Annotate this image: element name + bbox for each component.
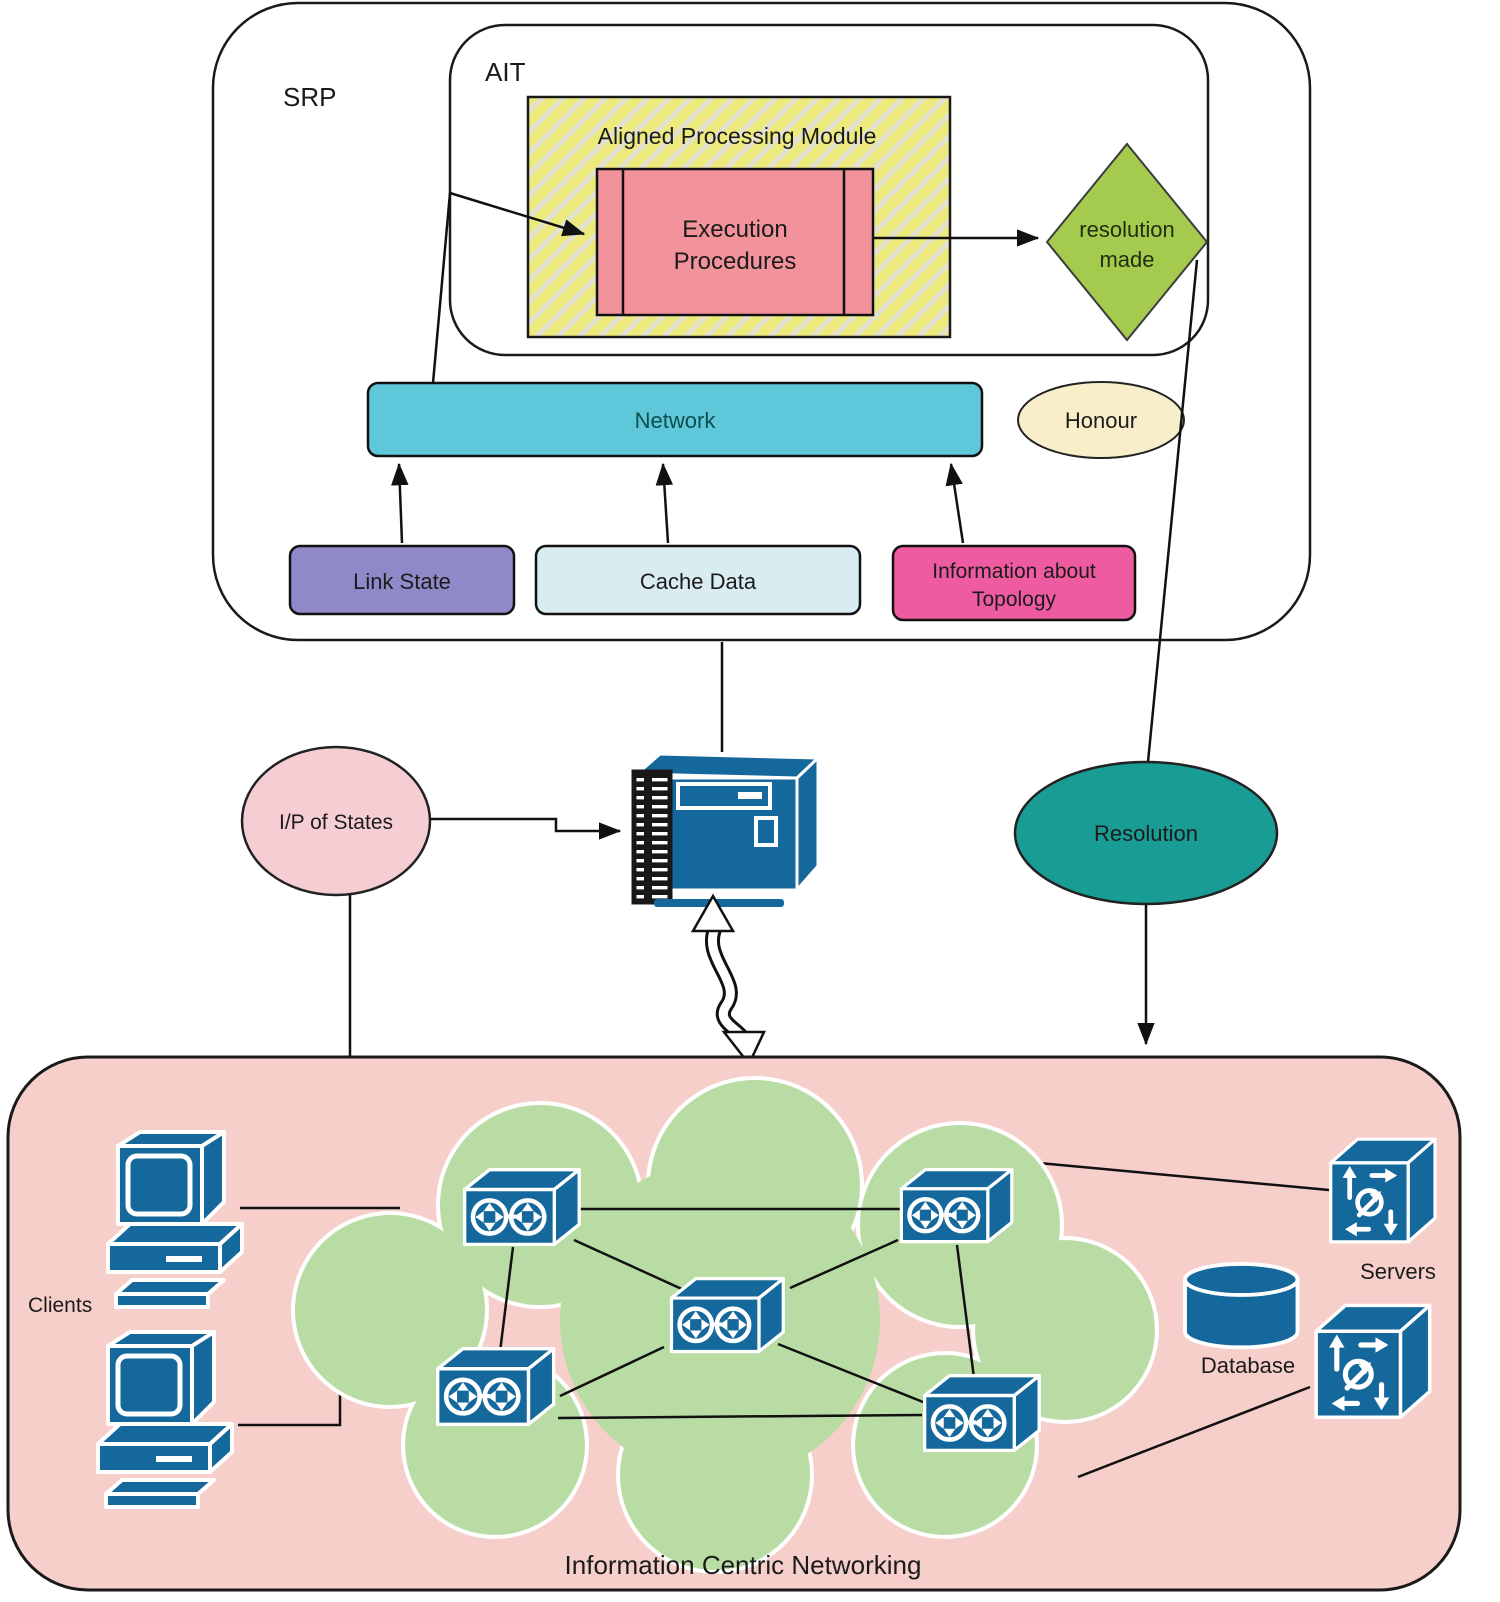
link-router-tl-center — [573, 1238, 685, 1292]
connector-diamond-to-resolution — [1146, 259, 1199, 763]
execution-procedures-label-line1: Execution — [682, 216, 787, 243]
aligned-processing-module-label: Aligned Processing Module — [598, 123, 877, 149]
cloud-router-links — [498, 1207, 976, 1420]
link-router-bl-br — [557, 1413, 923, 1420]
link-router-center-bl — [559, 1345, 665, 1398]
router-icon-top-left — [465, 1170, 580, 1245]
network-bar: Network — [366, 381, 984, 458]
top-connectors — [391, 191, 1199, 763]
connector-network-to-apex — [431, 192, 452, 384]
information-about-topology-label-line1: Information about — [932, 560, 1096, 583]
connector-apex-to-execution — [449, 191, 586, 237]
cache-data-box: Cache Data — [534, 544, 862, 616]
router-icon-center — [671, 1279, 783, 1352]
arrow-link-state-to-network — [391, 462, 409, 544]
database-cylinder-icon — [1183, 1261, 1300, 1350]
clients-label: Clients — [28, 1294, 92, 1317]
link-router-tr-center — [789, 1238, 899, 1290]
information-about-topology-label-line2: Topology — [972, 588, 1057, 611]
multilayer-switch-icon-database — [1316, 1305, 1430, 1417]
cache-data-label: Cache Data — [640, 569, 757, 594]
connector-client2-to-cloud — [238, 1388, 342, 1427]
resolution-made-label-line1: resolution — [1079, 217, 1174, 242]
arrow-ip-of-states-to-server — [430, 817, 622, 840]
ip-of-states-ellipse: I/P of States — [240, 745, 432, 897]
resolution-label: Resolution — [1094, 821, 1198, 846]
network-label: Network — [635, 408, 717, 433]
database-label: Database — [1201, 1353, 1295, 1378]
link-router-tr-br — [955, 1244, 976, 1379]
ip-of-states-label: I/P of States — [279, 811, 393, 834]
srp-label: SRP — [283, 82, 336, 112]
double-headed-zigzag-arrow-icon — [690, 893, 766, 1067]
servers-label: Servers — [1360, 1259, 1436, 1284]
execution-procedures-label-line2: Procedures — [674, 248, 797, 275]
resolution-ellipse: Resolution — [1013, 760, 1279, 906]
router-icon-top-right — [901, 1170, 1011, 1242]
router-icon-bottom-right — [925, 1376, 1040, 1451]
router-icon-bottom-left — [438, 1349, 554, 1425]
icn-title: Information Centric Networking — [565, 1550, 922, 1580]
arrow-cache-data-to-network — [655, 462, 674, 544]
link-state-label: Link State — [353, 569, 451, 594]
multilayer-switch-icon-servers — [1331, 1139, 1435, 1242]
link-router-center-br — [777, 1342, 929, 1406]
arrow-topology-to-network — [945, 462, 965, 544]
information-about-topology-box: Information about Topology — [891, 544, 1137, 622]
server-tower-icon — [631, 752, 822, 907]
execution-procedures-box: Execution Procedures — [595, 167, 875, 317]
link-router-tl-bl — [498, 1246, 515, 1353]
resolution-made-diamond: resolution made — [1045, 142, 1209, 342]
honour-ellipse: Honour — [1017, 381, 1185, 459]
connector-cloud-to-database-switch — [1077, 1385, 1311, 1479]
honour-label: Honour — [1065, 408, 1137, 433]
resolution-made-label-line2: made — [1099, 247, 1154, 272]
ait-label: AIT — [485, 57, 526, 87]
link-state-box: Link State — [288, 544, 516, 616]
